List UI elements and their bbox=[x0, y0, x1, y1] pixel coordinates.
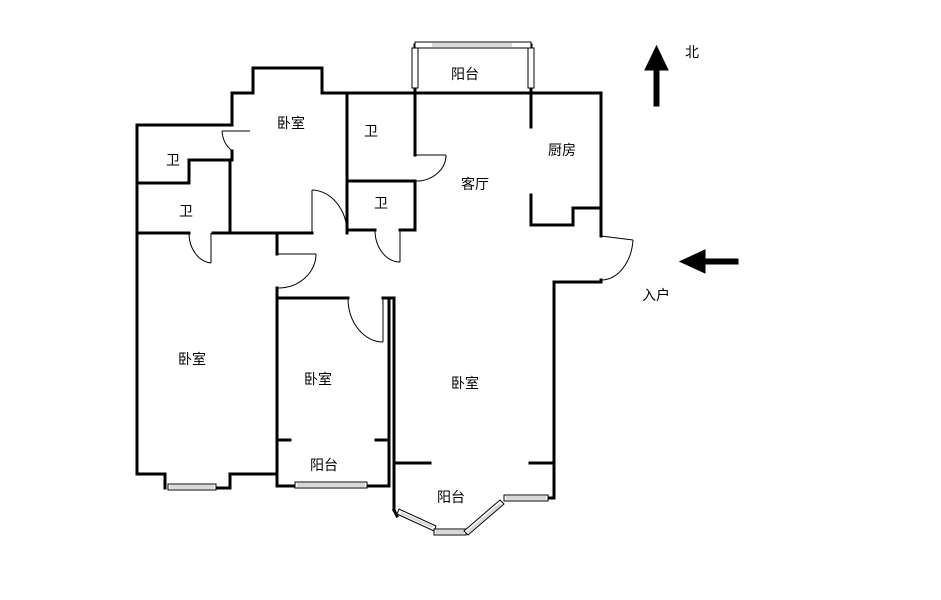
window-bay-4 bbox=[503, 494, 549, 502]
label-balcony-south: 阳台 bbox=[437, 490, 465, 506]
window-bay-3 bbox=[463, 499, 505, 536]
doors bbox=[188, 130, 634, 343]
wall-kitchen-bottom bbox=[529, 193, 603, 227]
label-kitchen: 厨房 bbox=[548, 143, 576, 159]
window-bay-2 bbox=[433, 528, 467, 536]
door-bedroom-middle-arc bbox=[347, 297, 384, 343]
door-west-bedroom-arc bbox=[276, 253, 317, 289]
label-balcony-north: 阳台 bbox=[451, 67, 479, 83]
label-bedroom-master: 卧室 bbox=[451, 375, 479, 392]
label-bath-3: 卫 bbox=[364, 124, 378, 140]
door-bedroom-north-arc bbox=[311, 189, 348, 234]
entry-arrow-icon bbox=[678, 249, 739, 274]
wall-bedroom-north-left bbox=[230, 66, 349, 127]
label-bedroom-north: 卧室 bbox=[277, 115, 305, 132]
window-middle-balcony bbox=[294, 481, 368, 489]
label-balcony-middle: 阳台 bbox=[310, 458, 338, 474]
compass-north-label: 北 bbox=[685, 45, 699, 61]
wall-bath1-bottom bbox=[135, 158, 232, 185]
label-living-room: 客厅 bbox=[461, 176, 489, 193]
wall-bedroom-middle-outer bbox=[275, 296, 297, 488]
wall-bay-left bbox=[391, 507, 400, 519]
door-bath3-arc bbox=[414, 154, 447, 182]
window-west-bedroom bbox=[167, 483, 217, 491]
north-arrow-icon bbox=[644, 44, 669, 107]
window-north-balcony-top bbox=[414, 41, 532, 49]
door-entrance-arc bbox=[600, 239, 634, 281]
wall-west-outer bbox=[135, 123, 167, 490]
window-north-balcony-right bbox=[527, 47, 535, 89]
room-labels: 阳台 卧室 卫 卫 卫 卫 厨房 客厅 卧室 卧室 卧室 阳台 阳台 北 入户 bbox=[166, 45, 699, 506]
window-north-balcony-left bbox=[411, 47, 419, 89]
door-entrance-leaf bbox=[600, 235, 634, 241]
wall-east-lower bbox=[552, 278, 603, 500]
label-bedroom-middle: 卧室 bbox=[304, 371, 332, 388]
door-bath1-arc bbox=[221, 130, 233, 152]
door-bath2-arc bbox=[188, 232, 212, 264]
windows bbox=[167, 41, 549, 536]
label-bath-4: 卫 bbox=[374, 196, 388, 212]
door-bath4-arc bbox=[374, 229, 401, 263]
walls bbox=[135, 43, 603, 519]
label-bath-2: 卫 bbox=[179, 204, 193, 220]
entrance-label: 入户 bbox=[642, 287, 670, 304]
label-bath-1: 卫 bbox=[166, 153, 180, 169]
window-bay-1 bbox=[396, 508, 437, 532]
label-bedroom-west: 卧室 bbox=[178, 351, 206, 368]
wall-west-bottom bbox=[213, 472, 279, 490]
